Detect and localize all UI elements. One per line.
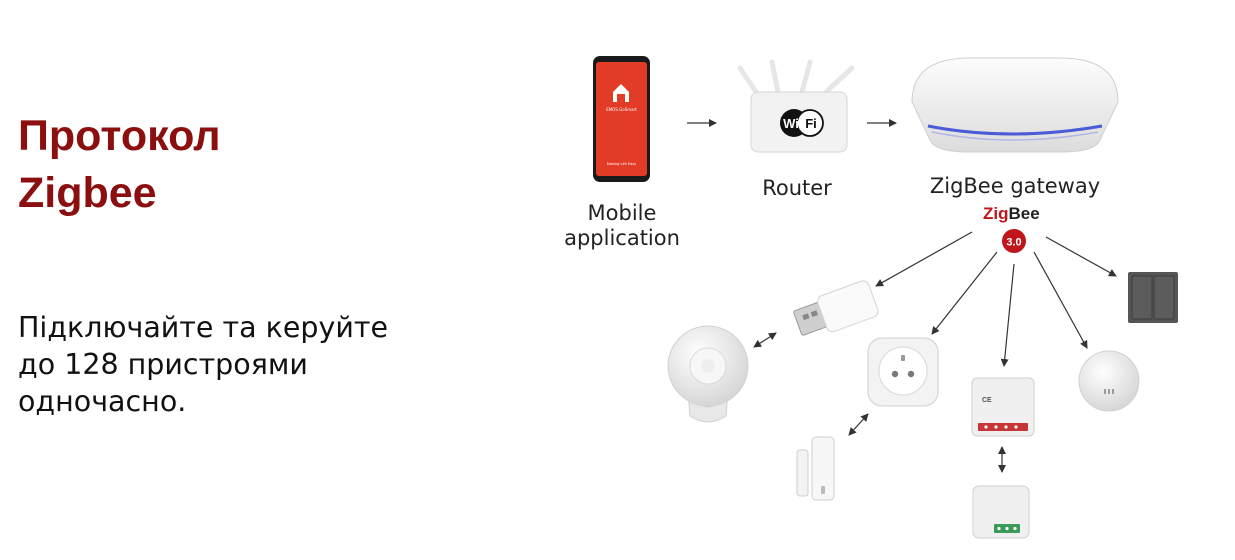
arrow-gateway-to-usb — [875, 231, 973, 287]
zigbee-version-badge: 3.0 — [1002, 229, 1026, 253]
mobile-phone-icon: EMOS GoSmart Making Life Easy — [593, 56, 650, 182]
arrow-gateway-to-switch — [1045, 236, 1117, 277]
diagram-graphics: EMOS GoSmart Making Life Easy Wi Fi — [593, 56, 1178, 539]
description-line-1: Підключайте та керуйте — [18, 311, 388, 344]
page-title: Протокол Zigbee — [18, 108, 221, 222]
motion-sensor-icon — [667, 325, 749, 423]
arrow-gateway-to-sensor — [1033, 251, 1088, 349]
title-line-1: Протокол — [18, 112, 221, 160]
mobile-label-line-1: Mobile — [587, 201, 657, 225]
phone-brand-text: EMOS GoSmart — [606, 107, 637, 112]
door-sensor-icon — [796, 436, 835, 501]
mobile-label-line-2: application — [564, 226, 680, 250]
phone-tagline-text: Making Life Easy — [607, 162, 636, 166]
description-line-2: до 128 пристроями — [18, 348, 308, 381]
gateway-label: ZigBee gateway — [929, 174, 1101, 198]
wall-switch-icon — [1128, 272, 1178, 323]
zigbee-logo-zig: Zig — [983, 204, 1009, 223]
svg-text:CE: CE — [982, 397, 992, 404]
arrow-usb-to-motion-sensor — [753, 332, 777, 348]
smart-socket-icon — [867, 337, 939, 407]
zigbee-network-diagram: EMOS GoSmart Making Life Easy Wi Fi — [540, 40, 1200, 560]
arrow-gateway-to-socket — [931, 251, 998, 335]
zigbee-logo-bee: Bee — [1008, 204, 1040, 223]
usb-dongle-icon — [793, 280, 879, 336]
wifi-badge-icon: Wi Fi — [780, 109, 824, 137]
zigbee-version-text: 3.0 — [1006, 237, 1021, 249]
arrow-socket-to-door-sensor — [848, 413, 869, 436]
router-label: Router — [762, 176, 832, 200]
mobile-application-label: Mobile application — [564, 201, 680, 251]
description-line-3: одночасно. — [18, 385, 187, 418]
wifi-badge-fi: Fi — [805, 116, 817, 131]
router-icon — [737, 59, 855, 153]
round-sensor-icon — [1078, 350, 1140, 412]
relay-module-secondary-icon — [972, 485, 1030, 539]
relay-module-icon: CE — [971, 377, 1035, 437]
arrow-gateway-to-relay — [1000, 263, 1015, 367]
zigbee-gateway-icon — [911, 57, 1119, 153]
description: Підключайте та керуйте до 128 пристроями… — [18, 309, 388, 420]
zigbee-logo: ZigBee — [983, 204, 1040, 224]
title-line-2: Zigbee — [18, 169, 157, 217]
wifi-badge-wi: Wi — [783, 116, 799, 131]
